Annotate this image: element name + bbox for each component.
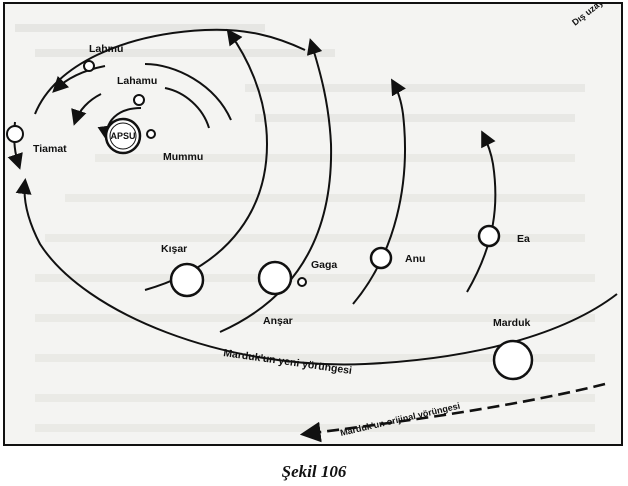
- ansar-orbit-path: [219, 38, 333, 333]
- ansar-label: Anşar: [263, 315, 293, 327]
- new-orbit-label: Marduk'un yeni yörüngesi: [223, 347, 353, 377]
- orbit-diagram: APSU Lahmu Lahamu Mummu Tiamat Kışar Anş…: [6, 4, 618, 443]
- marduk-new-orbit-path: [15, 178, 618, 366]
- marduk-original-orbit-path: [299, 382, 606, 443]
- kisar-label: Kışar: [161, 243, 187, 255]
- kisar-orbit-path: [144, 28, 269, 291]
- outer-inner-arc: [34, 28, 306, 115]
- diagram-frame: APSU Lahmu Lahamu Mummu Tiamat Kışar Anş…: [3, 2, 623, 446]
- apsu-sun-ring: [109, 122, 137, 150]
- apsu-label: APSU: [110, 131, 135, 141]
- outer-space-label: Dış uzay: [570, 4, 605, 28]
- lahamu-planet: [133, 94, 145, 106]
- mummu-label: Mummu: [163, 151, 203, 163]
- anu-label: Anu: [405, 253, 425, 265]
- lahmu-orbit-arc-left: [52, 65, 106, 93]
- ea-planet: [477, 224, 501, 248]
- ea-orbit-path: [466, 130, 497, 293]
- lahamu-label: Lahamu: [117, 75, 157, 87]
- lahamu-orbit-arc-left: [71, 93, 102, 126]
- lahmu-planet: [83, 60, 95, 72]
- figure-caption: Şekil 106: [281, 462, 347, 481]
- ansar-planet: [257, 260, 293, 296]
- lahmu-orbit-arc: [144, 63, 232, 121]
- mummu-planet: [146, 129, 156, 139]
- anu-planet: [369, 246, 393, 270]
- marduk-label: Marduk: [493, 317, 531, 329]
- lahamu-orbit-arc: [164, 87, 210, 129]
- gaga-label: Gaga: [311, 259, 337, 271]
- tiamat-label: Tiamat: [33, 143, 67, 155]
- original-orbit-label: Marduk'un orijinal yörüngesi: [339, 401, 461, 438]
- gaga-planet: [297, 277, 307, 287]
- marduk-planet: [492, 339, 534, 381]
- apsu-sun: [104, 117, 142, 155]
- ea-label: Ea: [517, 233, 530, 245]
- tiamat-planet: [6, 125, 24, 143]
- lahmu-label: Lahmu: [89, 43, 123, 55]
- kisar-planet: [169, 262, 205, 298]
